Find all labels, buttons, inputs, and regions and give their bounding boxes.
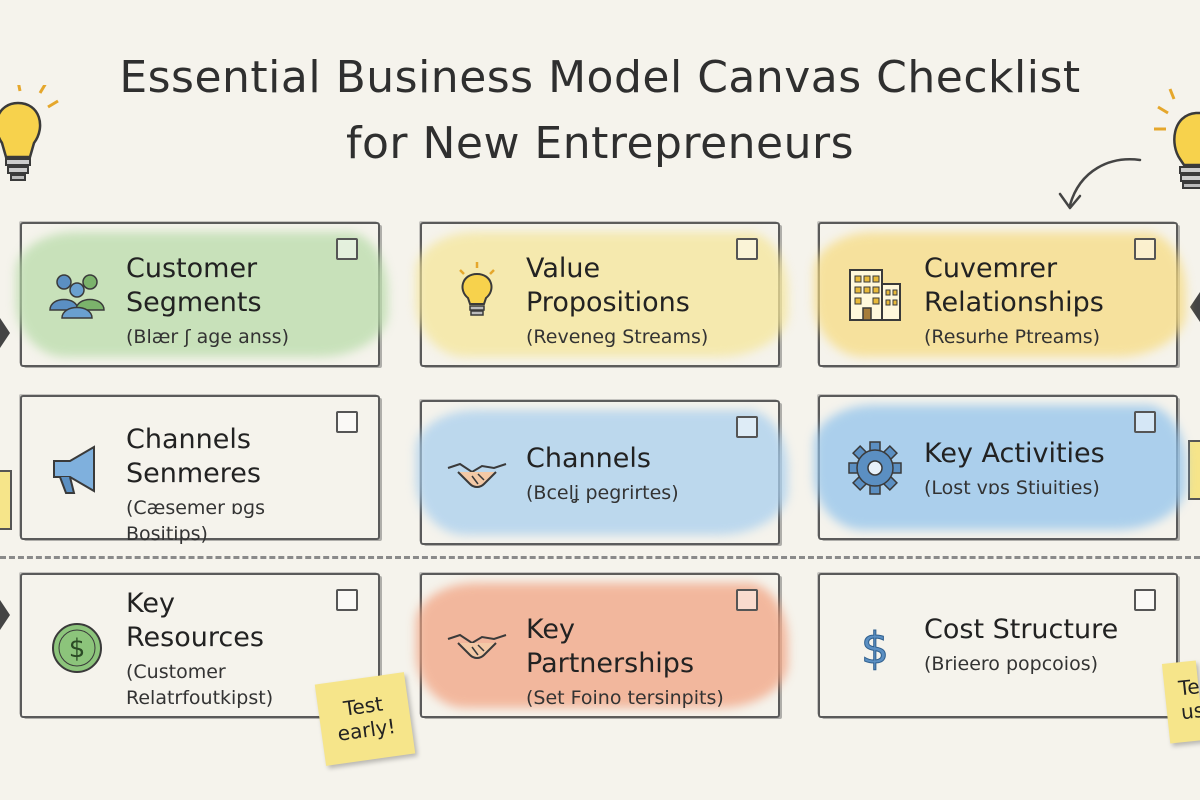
checklist-checkbox[interactable] [736,416,758,438]
edge-note-left-fragment [0,470,12,530]
card-label: Channels [126,424,251,455]
card-channels-segments: Channels Senmeres (Cæsemer ɒɡs Bositips) [20,395,380,545]
card-key-partnerships: Key Partnerships (Set Foino tersinpits) [416,573,788,718]
checklist-checkbox[interactable] [336,238,358,260]
checklist-checkbox[interactable] [336,411,358,433]
handshake-icon [447,633,507,659]
card-label: Customer [126,253,258,284]
checklist-checkbox[interactable] [336,589,358,611]
edge-arrow-right-top-icon [1190,292,1200,322]
card-subtitle: (Customer [126,661,226,683]
card-label: Key Activities [924,438,1105,469]
card-subtitle: (Brieero popcoios) [924,653,1099,675]
card-label: Cuvemrer [924,253,1058,284]
card-value-propositions: Value Propositions (Reveneg Streams) [416,222,788,367]
checklist-checkbox[interactable] [736,238,758,260]
checklist-checkbox[interactable] [1134,589,1156,611]
card-subtitle: (Lost vɒs Stiuities) [924,477,1100,499]
handshake-icon [447,462,507,488]
card-subtitle: (Cæsemer ɒɡs Bositips) [126,497,265,545]
dollar-sign-icon: $ [861,623,890,675]
card-channels: Channels (Bcelʝ pegrirtes) [416,400,788,545]
sticky-note-text: us [1179,697,1200,725]
sticky-note: Test early! [314,672,416,766]
card-label: Key Partnerships [526,614,695,679]
lightbulb-doodle-right-icon [1154,88,1200,189]
gear-icon [848,441,902,495]
card-label: Key [126,588,175,619]
card-label: Propositions [526,287,690,318]
megaphone-icon [53,445,95,494]
curved-arrow-icon [1058,158,1142,210]
edge-arrow-left-bottom-icon [0,600,10,630]
card-key-activities: Key Activities (Lost vɒs Stiuities) [814,395,1186,540]
card-subtitle: (Set Foino tersinpits) [526,687,724,709]
card-subtitle: (Bcelʝ pegrirtes) [526,482,679,504]
card-label: Cost Structure [924,614,1119,645]
svg-text:$: $ [861,623,889,674]
card-key-resources: $ Key Resources (Customer Relatrfoutkips… [20,573,380,718]
sticky-note-edge: Te us [1161,660,1200,744]
lightbulb-icon [459,262,495,316]
page-title-line-2: for New Entrepreneurs [345,118,855,169]
card-label: Resources [126,622,264,653]
people-group-icon [49,274,105,319]
sticky-note-text: Te [1177,674,1200,701]
edge-note-right-fragment [1188,440,1200,500]
card-subtitle: Relatrfoutkipst) [126,687,274,709]
card-subtitle: (Blær ʃ age anss) [126,326,289,348]
building-icon [849,269,901,321]
page-title-line-1: Essential Business Model Canvas Checklis… [119,52,1081,103]
card-cost-structure: $ Cost Structure (Brieero popcoios) [818,573,1178,718]
card-customer-segments: Customer Segments (Blær ʃ age anss) [16,222,388,367]
section-divider [0,556,1200,559]
card-label: Value [526,253,601,284]
edge-arrow-left-top-icon [0,318,10,348]
dollar-coin-icon: $ [52,623,102,673]
card-subtitle: (Resurhe Ptreams) [924,326,1101,348]
card-label: Relationships [924,287,1104,318]
card-label: Segments [126,287,262,318]
card-subtitle: (Reveneg Streams) [526,326,709,348]
lightbulb-doodle-left-icon [0,85,59,181]
checklist-checkbox[interactable] [1134,238,1156,260]
svg-text:$: $ [69,634,86,664]
card-label: Senmeres [126,458,261,489]
checklist-checkbox[interactable] [1134,411,1156,433]
card-label: Channels [526,443,651,474]
card-customer-relationships: Cuvemrer Relationships (Resurhe Ptreams) [814,222,1186,367]
checklist-checkbox[interactable] [736,589,758,611]
